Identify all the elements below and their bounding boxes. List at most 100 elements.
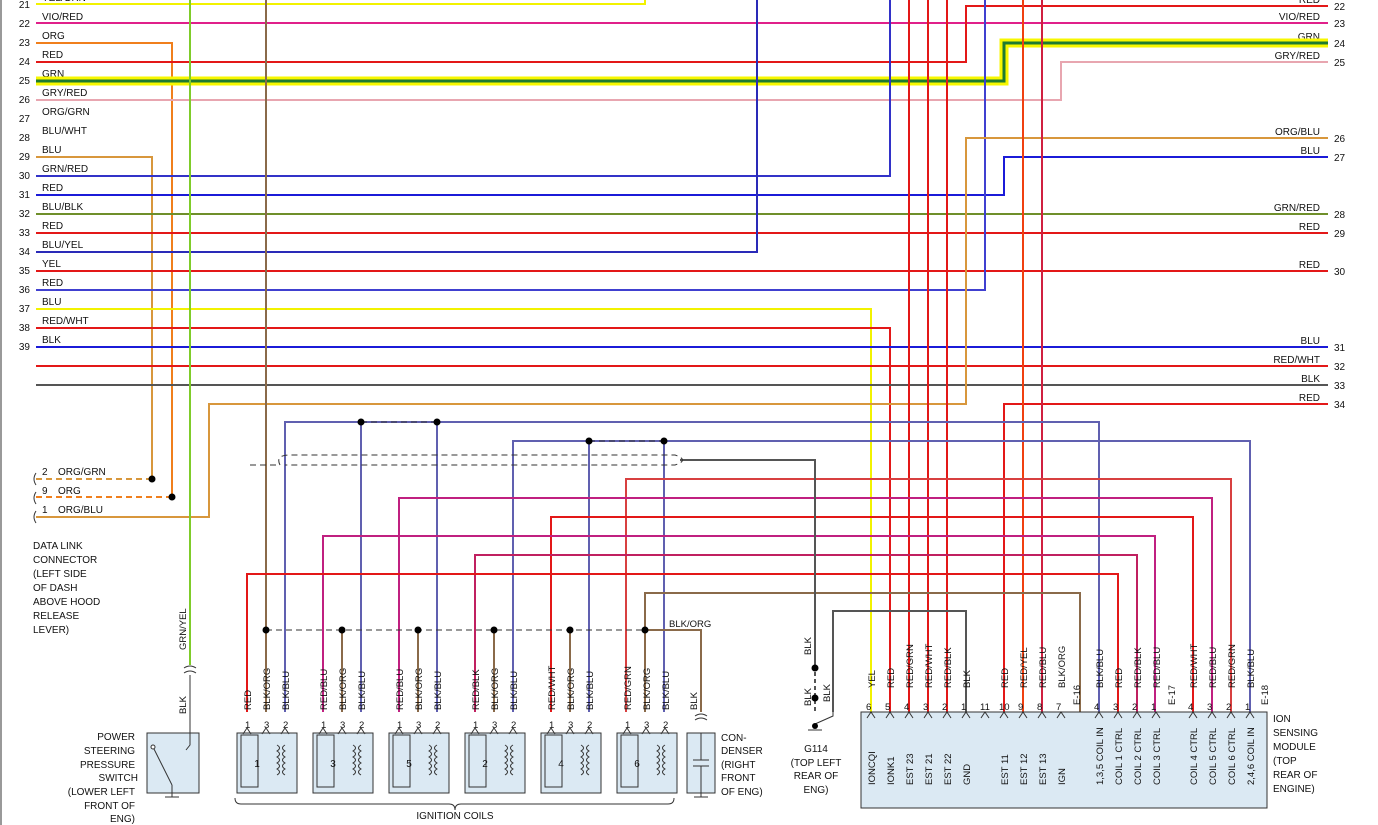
left-wire-num: 22 bbox=[19, 19, 31, 30]
coil-pin-num: 1 bbox=[245, 720, 250, 731]
dlc-pin-2-wire: ORG/GRN bbox=[58, 467, 106, 478]
ism-pin-num: 4 bbox=[1188, 702, 1193, 713]
ism-pin-num: 5 bbox=[885, 702, 890, 713]
ism-caption: ION SENSING MODULE (TOP REAR OF ENGINE) bbox=[1273, 714, 1318, 795]
right-wire-label: RED bbox=[1299, 222, 1320, 233]
left-wire-num: 33 bbox=[19, 228, 31, 239]
ism-wire-label: BLK/ORG bbox=[1057, 646, 1068, 688]
ism-wire-label: RED/BLU bbox=[1152, 647, 1163, 688]
right-wire-label: ORG/BLU bbox=[1275, 127, 1320, 138]
ism-pin-num: 9 bbox=[1018, 702, 1023, 713]
dlc-caption-5: RELEASE bbox=[33, 611, 79, 622]
left-wire-bus: 21YEL/GRN22VIO/RED23ORG24RED25GRN26GRY/R… bbox=[19, 0, 90, 353]
right-wire-label: GRN/RED bbox=[1274, 203, 1320, 214]
coil-cylinder-number: 4 bbox=[558, 759, 564, 770]
left-wire-label: ORG/GRN bbox=[42, 107, 90, 118]
ism-pin-function: COIL 1 CTRL bbox=[1114, 728, 1125, 785]
right-wire-num: 27 bbox=[1334, 153, 1346, 164]
left-wire-label: VIO/RED bbox=[42, 12, 83, 23]
ps-caption-1: STEERING bbox=[84, 746, 135, 757]
coil-wire-label: BLK/ORG bbox=[490, 668, 501, 710]
ism-pin-function: 1,3,5 COIL IN bbox=[1095, 727, 1106, 785]
coil-pin-num: 2 bbox=[283, 720, 288, 731]
ism-wire-label: RED bbox=[1114, 668, 1125, 688]
left-wire-label: RED bbox=[42, 278, 63, 289]
blk-org-bus-label: BLK/ORG bbox=[669, 619, 711, 630]
right-wire-num: 26 bbox=[1334, 134, 1346, 145]
ism-pin-num: 2 bbox=[942, 702, 947, 713]
left-wire-label: RED bbox=[42, 50, 63, 61]
ism-pin-function: EST 11 bbox=[1000, 754, 1011, 785]
ps-caption-0: POWER bbox=[97, 732, 135, 743]
ps-caption-4: (LOWER LEFT bbox=[68, 787, 135, 798]
right-wire-num: 25 bbox=[1334, 58, 1346, 69]
right-wire-num: 28 bbox=[1334, 210, 1346, 221]
ism-pin-function: EST 22 bbox=[943, 753, 954, 785]
right-wire-num: 33 bbox=[1334, 381, 1346, 392]
right-wire-num: 22 bbox=[1334, 2, 1346, 13]
dlc-pin-1-wire: ORG/BLU bbox=[58, 505, 103, 516]
left-wire-label: BLU bbox=[42, 297, 61, 308]
left-wire-num: 25 bbox=[19, 76, 31, 87]
ism-pin-num: 3 bbox=[1207, 702, 1212, 713]
left-wire-num: 26 bbox=[19, 95, 31, 106]
right-wire-label: RED/WHT bbox=[1273, 355, 1320, 366]
ism-wire-label: RED/YEL bbox=[1019, 647, 1030, 688]
coil-pin-num: 1 bbox=[549, 720, 554, 731]
right-wire-num: 30 bbox=[1334, 267, 1346, 278]
coil-wire-label: RED/BLK bbox=[471, 669, 482, 710]
right-wire-num: 32 bbox=[1334, 362, 1346, 373]
ism-pin-function: GND bbox=[962, 764, 973, 785]
coil-wire-label: BLK/BLU bbox=[585, 671, 596, 710]
wire-routes bbox=[36, 0, 1328, 712]
ism-pin-function: EST 12 bbox=[1019, 753, 1030, 785]
dlc-pin-9-wire: ORG bbox=[58, 486, 81, 497]
coil-pin-num: 1 bbox=[321, 720, 326, 731]
left-wire-label: BLU/BLK bbox=[42, 202, 83, 213]
left-wire-num: 36 bbox=[19, 285, 31, 296]
dlc-caption-0: DATA LINK bbox=[33, 541, 83, 552]
coil-pin-num: 3 bbox=[492, 720, 497, 731]
right-wire-bus: 22RED23VIO/RED24GRN25GRY/RED26ORG/BLU27B… bbox=[1273, 0, 1345, 411]
dlc-caption-3: OF DASH bbox=[33, 583, 77, 594]
ism-pin-num: 7 bbox=[1056, 702, 1061, 713]
ism-pin-function: IGN bbox=[1057, 768, 1068, 785]
ion-sensing-module-body bbox=[860, 711, 1268, 809]
ism-caption-4: REAR OF bbox=[1273, 770, 1317, 781]
ism-wire-label: RED/BLU bbox=[1208, 647, 1219, 688]
left-wire-num: 35 bbox=[19, 266, 31, 277]
ism-wire-label: YEL bbox=[867, 670, 878, 688]
ism-pin-num: 1 bbox=[1151, 702, 1156, 713]
condenser: BLK CON- DENSER (RIGHT FRONT OF ENG) bbox=[686, 691, 763, 798]
ground-caption-1: (TOP LEFT bbox=[791, 758, 842, 769]
coil-wire-label: BLK/ORG bbox=[338, 668, 349, 710]
right-wire-label: RED bbox=[1299, 0, 1320, 6]
left-wire-label: ORG bbox=[42, 31, 65, 42]
coil-cylinder-number: 2 bbox=[482, 759, 488, 770]
right-wire-num: 34 bbox=[1334, 400, 1346, 411]
coil-pin-num: 2 bbox=[359, 720, 364, 731]
ism-wire-label: RED/BLU bbox=[1038, 647, 1049, 688]
left-wire-label: RED bbox=[42, 183, 63, 194]
ism-connector-a: E-16 bbox=[1072, 685, 1083, 705]
coil-wire-label: BLK/BLU bbox=[281, 671, 292, 710]
left-wire-num: 27 bbox=[19, 114, 31, 125]
right-wire-label: BLU bbox=[1301, 146, 1320, 157]
coil-cylinder-number: 6 bbox=[634, 759, 640, 770]
ism-wire-label: BLK bbox=[962, 669, 973, 688]
coil-wire-label: RED bbox=[243, 690, 254, 710]
ps-caption-2: PRESSURE bbox=[80, 760, 135, 771]
ground-caption-2: REAR OF bbox=[794, 771, 838, 782]
ism-pin-num: 2 bbox=[1132, 702, 1137, 713]
ism-pin-num: 4 bbox=[904, 702, 909, 713]
left-wire-label: RED bbox=[42, 221, 63, 232]
ignition-coils-brace bbox=[234, 797, 675, 811]
ism-pin-num: 1 bbox=[961, 702, 966, 713]
left-wire-num: 32 bbox=[19, 209, 31, 220]
